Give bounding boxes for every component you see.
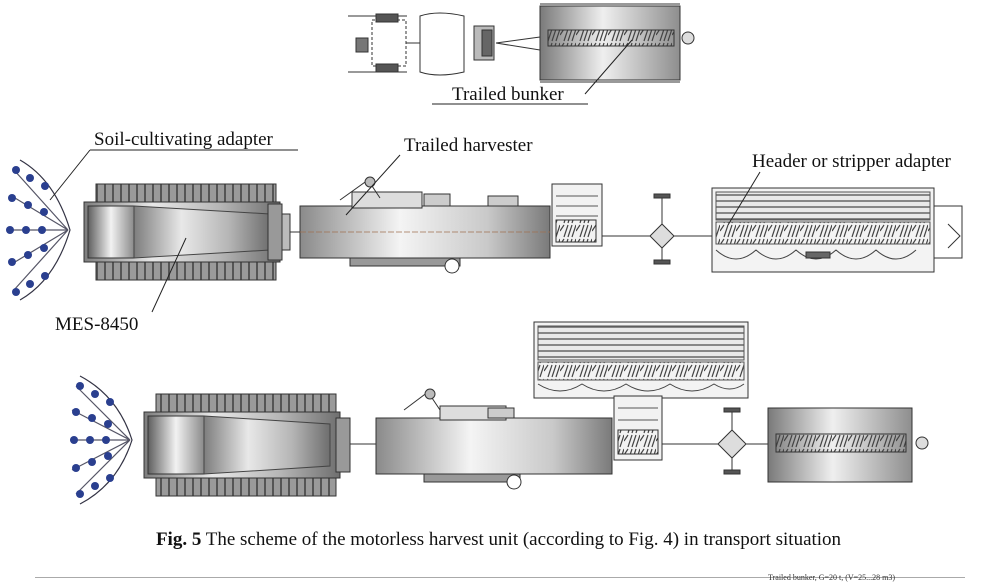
trailed-bunker-leader xyxy=(584,39,633,95)
trailed-harvester-mid xyxy=(290,176,551,274)
trailed-bunker-label: Trailed bunker xyxy=(452,84,564,105)
feeder-bottom xyxy=(613,395,663,461)
header-adapter-leader xyxy=(727,171,761,226)
trailed-harvester-label: Trailed harvester xyxy=(404,135,533,156)
mes-8450-label: MES-8450 xyxy=(55,314,139,335)
header-adapter-label: Header or stripper adapter xyxy=(752,151,951,172)
top-tractor-sketch xyxy=(348,12,541,76)
soil-cultivating-adapter-label: Soil-cultivating adapter xyxy=(94,129,273,150)
trailed-harvester-bottom xyxy=(350,388,613,490)
soil-cultivating-adapter-bottom xyxy=(70,375,133,505)
figure-caption: Fig. 5 The scheme of the motorless harve… xyxy=(0,529,997,551)
transport-axle-bottom xyxy=(662,407,768,475)
soil-cultivating-adapter-mid xyxy=(6,159,71,301)
caption-number: Fig. 5 xyxy=(155,529,202,550)
soil-adapter-leader xyxy=(49,149,91,201)
bunker-bottom xyxy=(767,407,929,483)
trailed-harvester-leader xyxy=(345,154,401,216)
transport-axle-mid xyxy=(602,193,712,265)
top-bunker xyxy=(539,3,695,83)
feeder-mid xyxy=(551,183,603,247)
mes-8450-leader xyxy=(151,237,187,313)
mes-8450-tractor-bottom xyxy=(143,393,351,497)
footer-divider xyxy=(35,577,965,578)
header-adapter-bottom xyxy=(533,321,749,399)
footer-note: Trailed bunker, G=20 t, (V=25...28 m3) xyxy=(768,573,896,582)
header-adapter-mid xyxy=(711,187,963,273)
mes-8450-tractor-mid xyxy=(83,183,291,281)
caption-text: The scheme of the motorless harvest unit… xyxy=(205,529,842,550)
